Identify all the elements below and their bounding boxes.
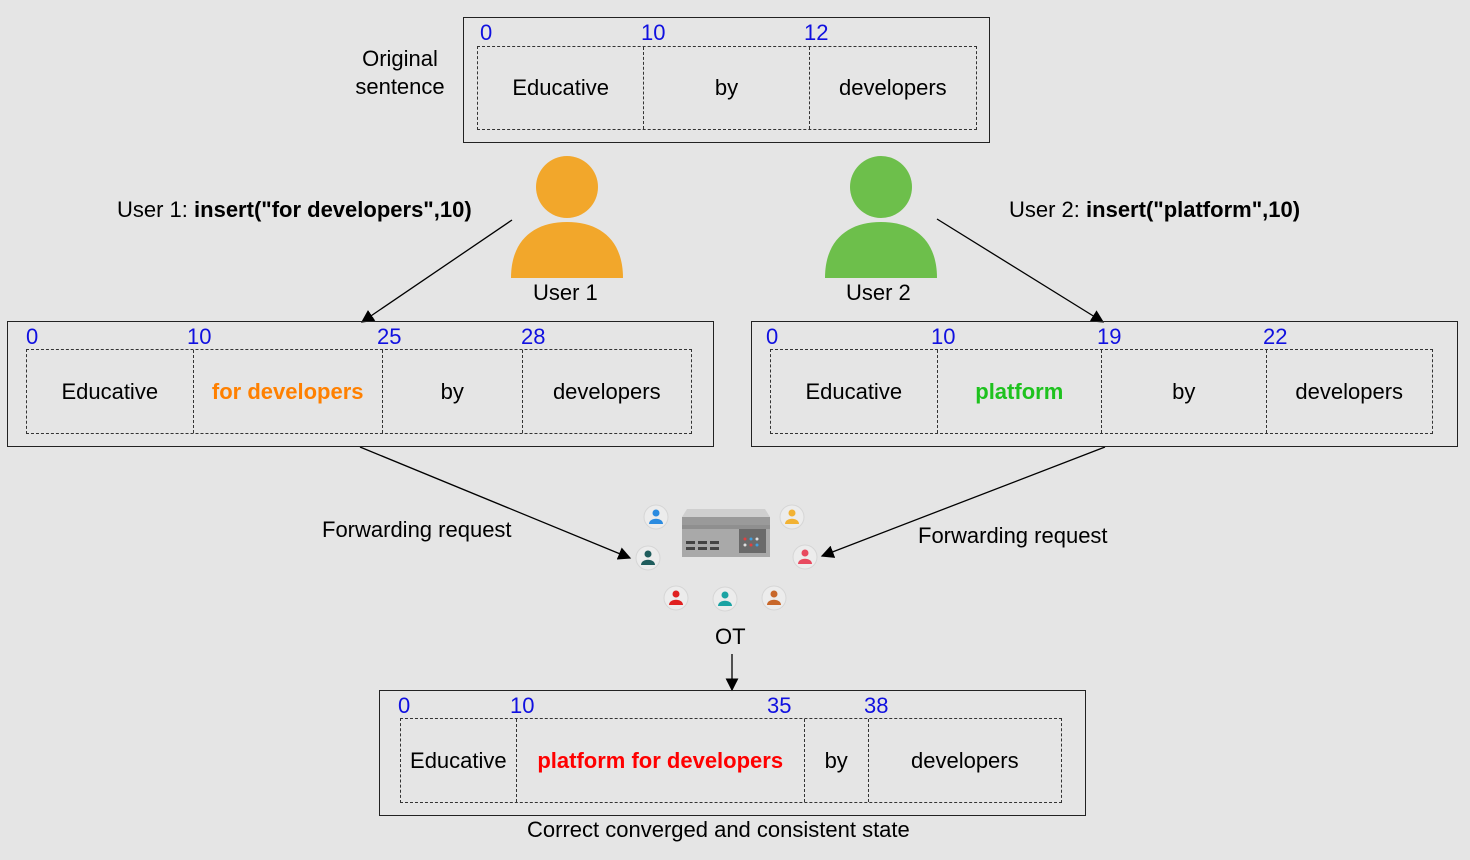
cell: Educative — [771, 350, 938, 433]
original-label: Original sentence — [355, 46, 445, 99]
index-label: 10 — [510, 693, 535, 718]
cell: Educative — [478, 47, 645, 129]
cell: developers — [839, 75, 947, 100]
user1-operation: User 1: insert("for developers",10) — [117, 197, 472, 222]
ot-server-icon — [635, 504, 818, 612]
index-label: 12 — [804, 20, 829, 45]
index-label: 28 — [521, 324, 546, 349]
ot-label: OT — [715, 624, 746, 649]
index-label: 10 — [641, 20, 666, 45]
client-avatar-icon — [792, 544, 818, 570]
cell: Educative — [401, 719, 517, 802]
cell: developers — [1295, 378, 1404, 404]
index-label: 0 — [26, 324, 39, 349]
arrow-state2-to-server — [820, 446, 1106, 558]
index-label: 38 — [864, 693, 889, 718]
cell: by — [805, 719, 869, 802]
client-avatar-icon — [643, 504, 669, 530]
final-caption: Correct converged and consistent state — [527, 817, 910, 842]
cell: developers — [552, 378, 661, 404]
arrow-user2-to-state2 — [936, 218, 1105, 323]
index-label: 35 — [767, 693, 792, 718]
arrow-state1-to-server — [359, 446, 632, 560]
index-label: 25 — [377, 324, 402, 349]
user2-name: User 2 — [846, 280, 911, 305]
original-cells: Educative by developers — [477, 46, 977, 130]
client-avatar-icon — [761, 585, 787, 611]
index-label: 0 — [398, 693, 411, 718]
cell: developers — [910, 747, 1019, 773]
index-label: 10 — [931, 324, 956, 349]
user2-operation: User 2: insert("platform",10) — [1009, 197, 1301, 222]
inserted-cell: platform — [938, 350, 1102, 433]
user1-avatar-icon — [511, 156, 623, 278]
user1-state-cells: Educative for developers by developers — [26, 349, 692, 434]
original-sentence-box: 0 10 12 Educative by developers — [463, 17, 990, 143]
index-label: 19 — [1097, 324, 1122, 349]
forwarding-label-left: Forwarding request — [322, 517, 512, 542]
index-label: 22 — [1263, 324, 1288, 349]
user2-avatar-icon — [825, 156, 937, 278]
client-avatar-icon — [779, 504, 805, 530]
user1-state-box: 0 10 25 28 Educative for developers by d… — [7, 321, 714, 447]
client-avatar-icon — [663, 585, 689, 611]
client-avatar-icon — [712, 586, 738, 612]
arrow-user1-to-state1 — [360, 219, 513, 323]
user2-state-box: 0 10 19 22 Educative platform by develop… — [751, 321, 1458, 447]
index-label: 10 — [187, 324, 212, 349]
index-label: 0 — [480, 20, 493, 45]
cell: by — [644, 47, 810, 129]
forwarding-label-right: Forwarding request — [918, 523, 1108, 548]
user2-state-cells: Educative platform by developers — [770, 349, 1433, 434]
inserted-cell: for developers — [194, 350, 383, 433]
final-state-box: 0 10 35 38 Educative platform for develo… — [379, 690, 1086, 816]
final-state-cells: Educative platform for developers by dev… — [400, 718, 1062, 803]
user1-name: User 1 — [533, 280, 598, 305]
client-avatar-icon — [635, 545, 661, 571]
cell: by — [1102, 350, 1267, 433]
cell: Educative — [27, 350, 194, 433]
cell: by — [383, 350, 523, 433]
merged-inserted-cell: platform for developers — [517, 719, 805, 802]
index-label: 0 — [766, 324, 779, 349]
